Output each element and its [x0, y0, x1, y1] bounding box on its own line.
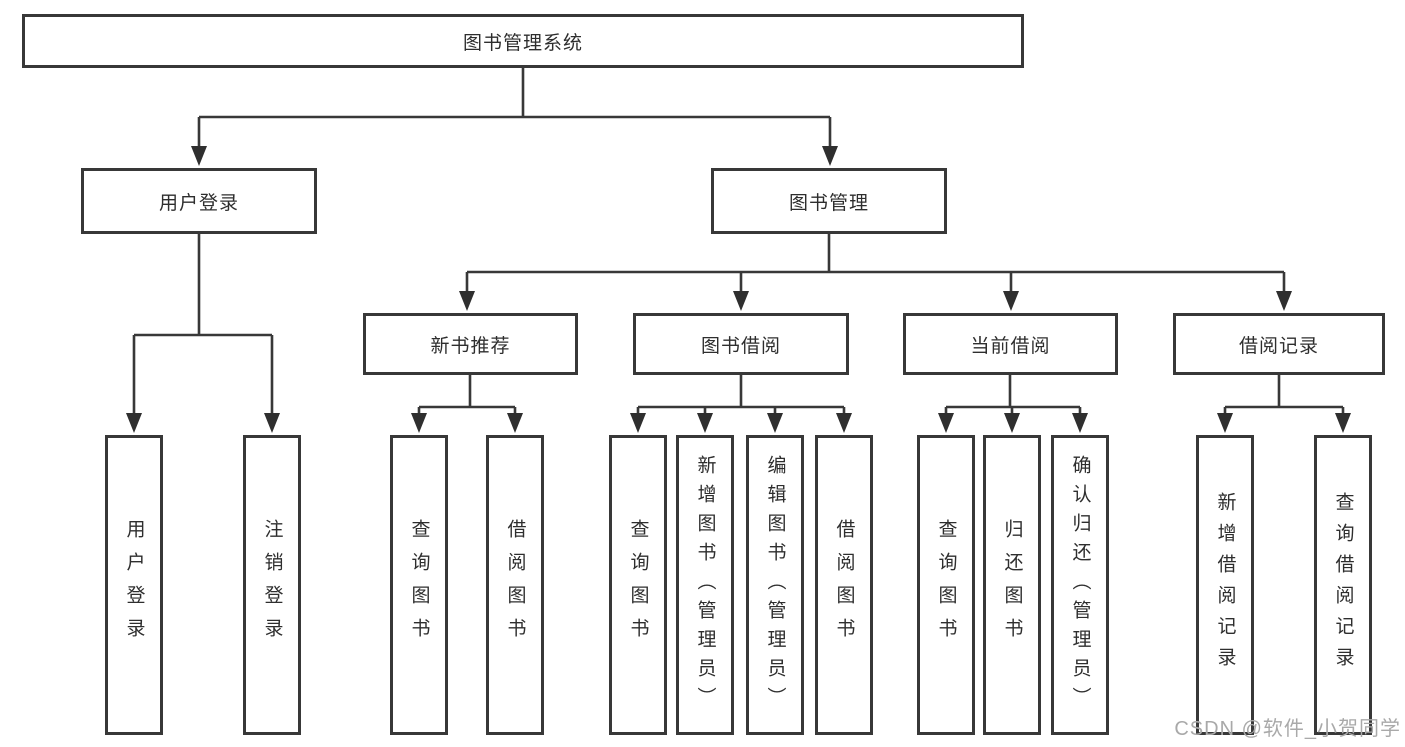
node-label: 图书借阅	[700, 335, 781, 357]
node-label: 图书管理	[788, 192, 869, 214]
leaf-label: 查询图书	[408, 519, 430, 651]
connector-userlogin-to-leaves	[132, 232, 274, 417]
node-new-book-recommend: 新书推荐	[363, 313, 578, 375]
node-borrow-records: 借阅记录	[1173, 313, 1385, 375]
leaf-label: 新增借阅记录	[1214, 492, 1236, 678]
arrow-icon	[836, 413, 852, 433]
leaf-label: 编辑图书（管理员）	[764, 454, 786, 716]
leaf-query-books-borrowing: 查询图书	[609, 435, 667, 735]
leaf-label: 注销登录	[261, 519, 283, 651]
leaf-label: 新增图书（管理员）	[694, 454, 716, 716]
leaf-add-borrow-record: 新增借阅记录	[1196, 435, 1254, 735]
arrow-icon	[507, 413, 523, 433]
leaf-label: 借阅图书	[504, 519, 526, 651]
arrow-icon	[1003, 291, 1019, 311]
node-label: 图书管理系统	[462, 32, 583, 54]
leaf-label: 查询图书	[627, 519, 649, 651]
node-book-management: 图书管理	[711, 168, 947, 234]
arrow-icon	[1335, 413, 1351, 433]
leaf-label: 确认归还（管理员）	[1069, 454, 1091, 716]
arrow-icon	[1004, 413, 1020, 433]
leaf-label: 归还图书	[1001, 519, 1023, 651]
arrow-icon	[630, 413, 646, 433]
node-library-system: 图书管理系统	[22, 14, 1024, 68]
leaf-borrow-books-borrowing: 借阅图书	[815, 435, 873, 735]
connector-currentborrow-to-leaves	[944, 373, 1082, 417]
node-user-login: 用户登录	[81, 168, 317, 234]
arrow-icon	[411, 413, 427, 433]
leaf-logout: 注销登录	[243, 435, 301, 735]
node-current-borrowing: 当前借阅	[903, 313, 1118, 375]
arrow-icon	[822, 146, 838, 166]
node-label: 新书推荐	[430, 335, 511, 357]
arrow-icon	[459, 291, 475, 311]
leaf-edit-book-admin: 编辑图书（管理员）	[746, 435, 804, 735]
leaf-user-login: 用户登录	[105, 435, 163, 735]
node-label: 用户登录	[158, 192, 239, 214]
leaf-return-book: 归还图书	[983, 435, 1041, 735]
leaf-label: 借阅图书	[833, 519, 855, 651]
arrow-icon	[1072, 413, 1088, 433]
node-label: 借阅记录	[1238, 335, 1319, 357]
arrow-icon	[697, 413, 713, 433]
leaf-confirm-return-admin: 确认归还（管理员）	[1051, 435, 1109, 735]
arrow-icon	[126, 413, 142, 433]
arrow-icon	[264, 413, 280, 433]
node-book-borrowing: 图书借阅	[633, 313, 849, 375]
arrow-icon	[191, 146, 207, 166]
connector-borrowrecord-to-leaves	[1223, 373, 1345, 417]
arrow-icon	[733, 291, 749, 311]
connector-bookborrow-to-leaves	[636, 373, 846, 417]
leaf-query-books-current: 查询图书	[917, 435, 975, 735]
leaf-add-book-admin: 新增图书（管理员）	[676, 435, 734, 735]
arrowheads	[126, 146, 1351, 433]
watermark: CSDN @软件_小贺同学	[1174, 718, 1401, 740]
connector-root-to-level2	[197, 66, 832, 150]
leaf-label: 查询借阅记录	[1332, 492, 1354, 678]
node-label: 当前借阅	[970, 335, 1051, 357]
arrow-icon	[767, 413, 783, 433]
arrow-icon	[938, 413, 954, 433]
leaf-query-books-newbook: 查询图书	[390, 435, 448, 735]
arrow-icon	[1217, 413, 1233, 433]
leaf-query-borrow-record: 查询借阅记录	[1314, 435, 1372, 735]
leaf-label: 用户登录	[123, 519, 145, 651]
leaf-label: 查询图书	[935, 519, 957, 651]
connector-newbook-to-leaves	[417, 373, 517, 417]
arrow-icon	[1276, 291, 1292, 311]
connector-bookmgmt-to-level3	[465, 232, 1286, 295]
leaf-borrow-books-newbook: 借阅图书	[486, 435, 544, 735]
